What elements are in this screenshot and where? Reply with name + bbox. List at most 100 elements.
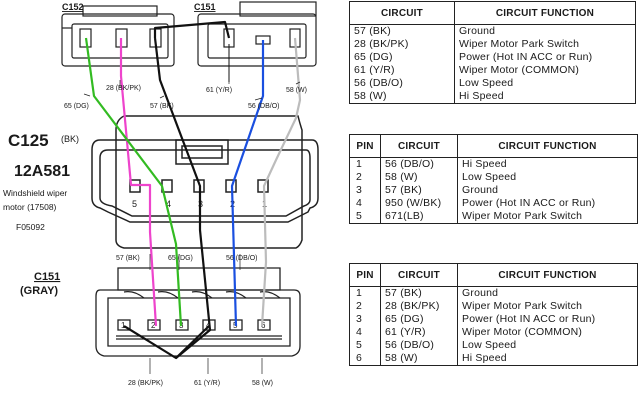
cell-circuit: 65 (DG) <box>380 313 458 326</box>
cell-circuit: 57 (BK) <box>349 24 455 38</box>
col-header: CIRCUIT FUNCTION <box>454 1 636 25</box>
wire-labels: 28 (BK/PK) 65 (DG) 57 (BK) 61 (Y/R) 56 (… <box>64 85 307 387</box>
col-header: CIRCUIT <box>380 263 458 287</box>
wire-28-bk-pk <box>119 38 158 327</box>
cell-pin: 5 <box>349 339 381 352</box>
connector-c151-top <box>197 1 317 67</box>
cell-function: Power (Hot IN ACC or Run) <box>457 197 638 210</box>
wire-61-yr-bottom <box>175 325 210 359</box>
cell-function: Hi Speed <box>457 157 638 171</box>
table-row: 57 (BK)Ground <box>349 24 636 38</box>
cell-circuit: 57 (BK) <box>380 184 458 197</box>
label-top-bk: 57 (BK) <box>150 103 174 110</box>
label-bot-dg: 65 (DG) <box>168 255 193 262</box>
col-header: PIN <box>349 134 381 158</box>
label-top-yr: 61 (Y/R) <box>206 87 232 94</box>
c151-pin-labels: 1 2 3 4 5 6 <box>121 321 266 330</box>
connector-c125 <box>91 115 319 249</box>
col-header: CIRCUIT FUNCTION <box>457 134 638 158</box>
wire-58-w <box>260 37 302 327</box>
cell-function: Low Speed <box>454 77 636 90</box>
cell-pin: 1 <box>349 157 381 171</box>
label-bot-dbo: 56 (DB/O) <box>226 255 258 262</box>
table-row: 58 (W)Hi Speed <box>349 90 636 104</box>
cell-circuit: 58 (W) <box>349 90 455 104</box>
label-top-dg: 65 (DG) <box>64 103 89 110</box>
cell-circuit: 56 (DB/O) <box>380 339 458 352</box>
wire-56-dbo <box>230 40 265 327</box>
cell-circuit: 671(LB) <box>380 210 458 224</box>
label-bot-bk-pk: 28 (BK/PK) <box>128 380 163 387</box>
cell-function: Wiper Motor Park Switch <box>454 38 636 51</box>
cell-circuit: 58 (W) <box>380 171 458 184</box>
col-header: PIN <box>349 263 381 287</box>
cell-circuit: 57 (BK) <box>380 286 458 300</box>
bottom-connector-name: C151 <box>34 271 60 283</box>
cell-function: Power (Hot IN ACC or Run) <box>457 313 638 326</box>
cell-pin: 4 <box>349 326 381 339</box>
cell-circuit: 65 (DG) <box>349 51 455 64</box>
table-row: 65 (DG)Power (Hot IN ACC or Run) <box>349 51 636 64</box>
label-top-w: 58 (W) <box>286 87 307 94</box>
description-line-1: Windshield wiper <box>3 188 67 198</box>
cell-circuit: 58 (W) <box>380 352 458 366</box>
label-c152: C152 <box>62 2 84 12</box>
label-bot-bk: 57 (BK) <box>116 255 140 262</box>
label-top-bk-pk: 28 (BK/PK) <box>106 85 141 92</box>
cell-pin: 5 <box>349 210 381 224</box>
cell-pin: 3 <box>349 313 381 326</box>
figure-id: F05092 <box>16 222 45 232</box>
col-header: CIRCUIT FUNCTION <box>457 263 638 287</box>
part-number: 12A581 <box>14 163 70 180</box>
description-line-2: motor (17508) <box>3 202 57 212</box>
cell-circuit: 56 (DB/O) <box>380 157 458 171</box>
c151-pin-label: 2 <box>151 321 156 330</box>
cell-circuit: 61 (Y/R) <box>349 64 455 77</box>
label-bot-yr: 61 (Y/R) <box>194 380 220 387</box>
label-top-dbo: 56 (DB/O) <box>248 103 280 110</box>
cell-function: Ground <box>454 24 636 38</box>
cell-function: Ground <box>457 184 638 197</box>
cell-circuit: 28 (BK/PK) <box>349 38 455 51</box>
cell-pin: 1 <box>349 286 381 300</box>
bottom-connector-color: (GRAY) <box>20 285 58 297</box>
cell-function: Power (Hot IN ACC or Run) <box>454 51 636 64</box>
label-leaders <box>83 80 301 374</box>
cell-function: Wiper Motor (COMMON) <box>457 326 638 339</box>
cell-circuit: 950 (W/BK) <box>380 197 458 210</box>
cell-pin: 2 <box>349 171 381 184</box>
connector-c151-bottom <box>95 267 301 357</box>
c125-color: (BK) <box>61 134 79 144</box>
cell-pin: 6 <box>349 352 381 366</box>
cell-function: Wiper Motor Park Switch <box>457 210 638 224</box>
cell-function: Wiper Motor (COMMON) <box>454 64 636 77</box>
label-c151-top: C151 <box>194 2 216 12</box>
c125-pin-label: 4 <box>166 199 171 209</box>
table-row: 61 (Y/R)Wiper Motor (COMMON) <box>349 64 636 77</box>
c125-code: C125 <box>8 131 49 150</box>
wires <box>84 20 302 360</box>
table-row: 56 (DB/O)Low Speed <box>349 77 636 90</box>
wiring-diagram: C152 C151 5 4 3 2 1 C125 (BK) 12A581 Win… <box>3 1 319 387</box>
cell-pin: 2 <box>349 300 381 313</box>
cell-circuit: 56 (DB/O) <box>349 77 455 90</box>
cell-function: Ground <box>457 286 638 300</box>
table-row: 28 (BK/PK)Wiper Motor Park Switch <box>349 38 636 51</box>
c151-pin-label: 6 <box>261 321 266 330</box>
cell-pin: 4 <box>349 197 381 210</box>
col-header: CIRCUIT <box>349 1 455 25</box>
